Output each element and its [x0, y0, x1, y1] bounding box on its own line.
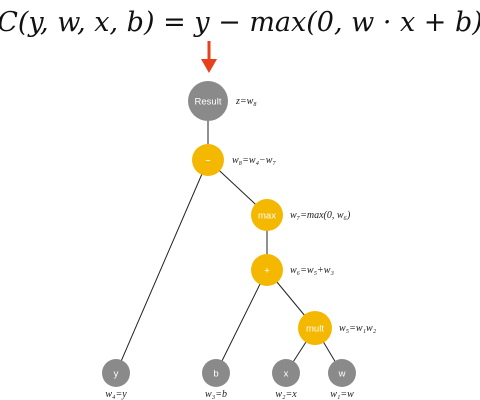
- node-w-annotation: w₁=w: [330, 389, 354, 400]
- node-mult-label: mult: [306, 324, 324, 335]
- node-minus-circle: [192, 144, 224, 176]
- node-plus: +: [251, 254, 283, 286]
- node-plus-label: +: [264, 266, 270, 277]
- node-x-circle: [272, 359, 300, 387]
- node-x-label: x: [284, 369, 289, 380]
- node-minus: −: [192, 144, 224, 176]
- node-max: max: [251, 199, 283, 231]
- node-plus-circle: [251, 254, 283, 286]
- node-minus-annotation: w₈=w₄−w₇: [232, 155, 276, 166]
- node-w: w: [328, 359, 356, 387]
- node-b-label: b: [213, 369, 218, 380]
- node-max-label: max: [258, 211, 276, 222]
- node-b-circle: [202, 359, 230, 387]
- node-max-circle: [251, 199, 283, 231]
- formula-title: C(y, w, x, b) = y − max(0, w · x + b): [0, 7, 480, 38]
- node-y-annotation: w₄=y: [105, 389, 127, 400]
- edge-minus-y: [115, 159, 209, 374]
- edge-plus-b: [215, 269, 268, 374]
- node-max-annotation: w₇=max(0, w₆): [290, 210, 351, 221]
- node-mult-annotation: w₅=w₁w₂: [339, 323, 377, 334]
- node-y: y: [102, 359, 130, 387]
- node-x: x: [272, 359, 300, 387]
- red-arrow-icon: [201, 41, 217, 73]
- node-y-label: y: [114, 369, 119, 380]
- node-b-annotation: w₃=b: [205, 389, 227, 400]
- node-result-annotation: z=w₈: [235, 96, 257, 107]
- node-mult: mult: [298, 311, 332, 345]
- node-b: b: [202, 359, 230, 387]
- node-result-circle: [188, 81, 228, 121]
- node-result-label: Result: [195, 97, 222, 108]
- node-minus-label: −: [205, 156, 211, 167]
- node-result: Result: [188, 81, 228, 121]
- node-w-circle: [328, 359, 356, 387]
- node-w-label: w: [338, 369, 346, 380]
- node-plus-annotation: w₆=w₅+w₃: [290, 265, 334, 276]
- node-y-circle: [102, 359, 130, 387]
- node-mult-circle: [298, 311, 332, 345]
- node-x-annotation: w₂=x: [275, 389, 297, 400]
